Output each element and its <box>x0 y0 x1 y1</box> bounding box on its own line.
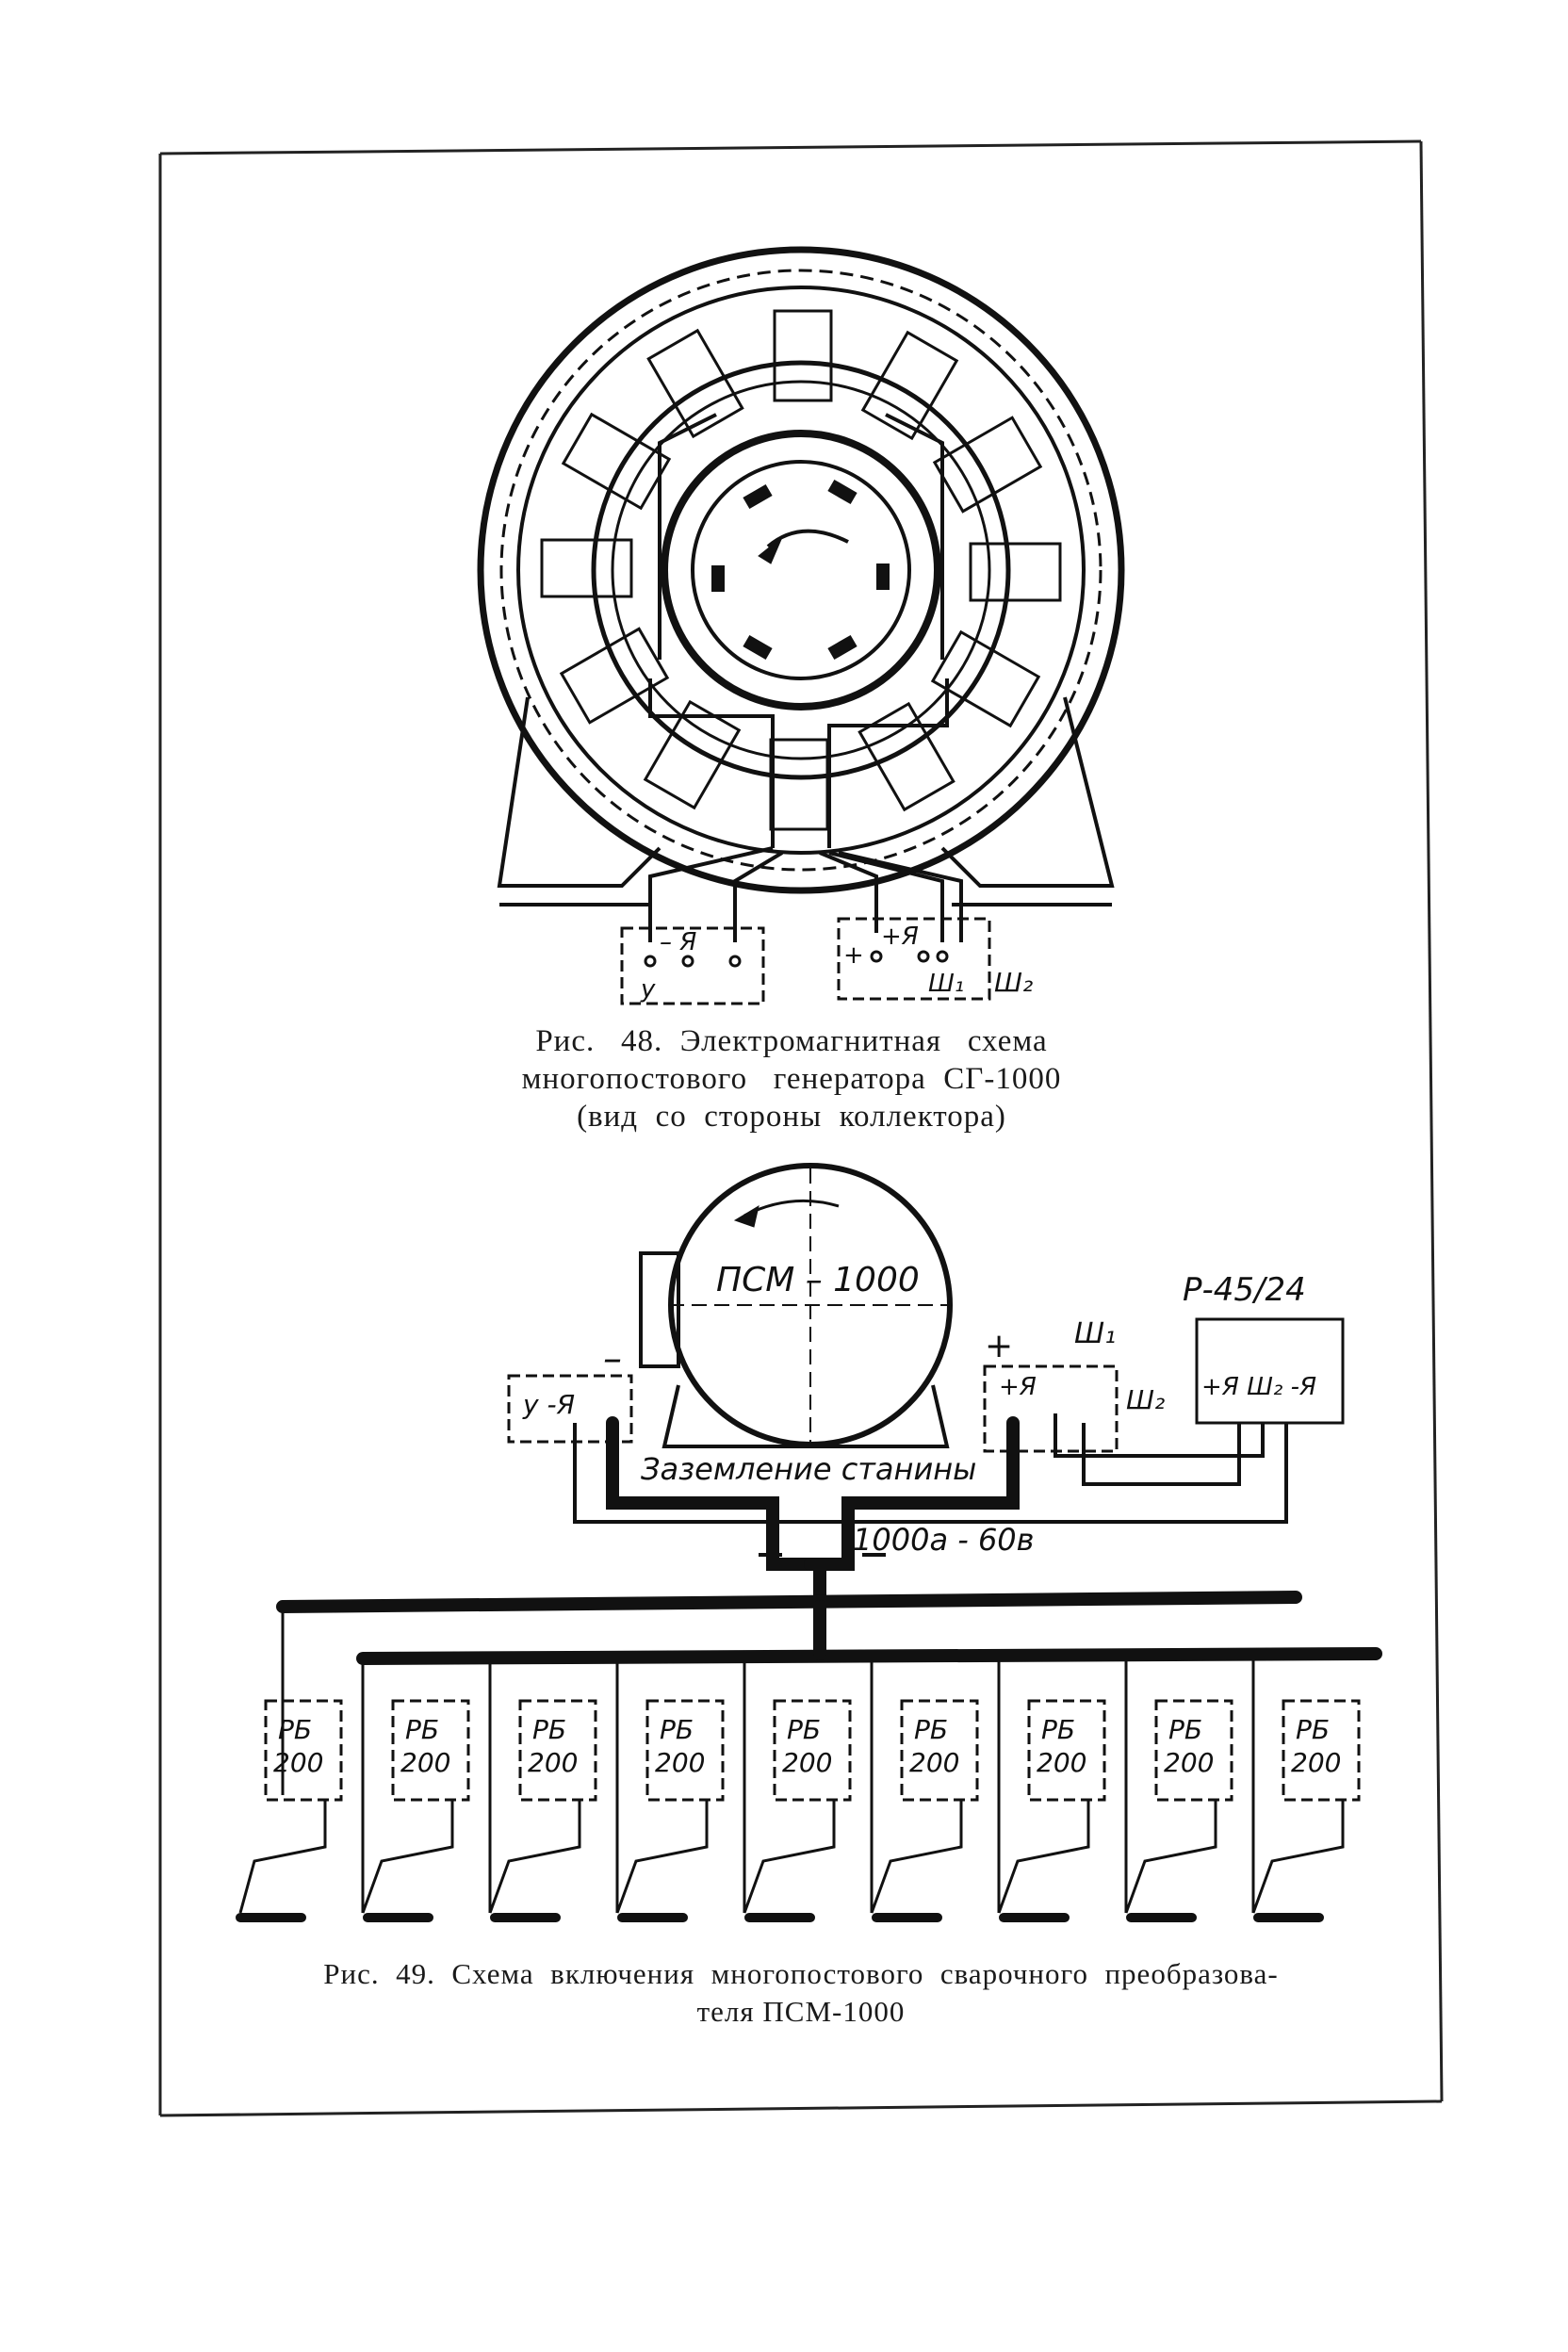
fig48-caption-line3: (вид со стороны коллектора) <box>577 1100 1006 1134</box>
rb200-unit <box>1251 1658 1361 1914</box>
rb-value: 200 <box>528 1747 578 1778</box>
rb200-unit <box>997 1658 1106 1914</box>
rb-value: 200 <box>655 1747 705 1778</box>
rb-label: РБ <box>1296 1714 1330 1745</box>
rb200-unit <box>238 1607 343 1914</box>
rb-value: 200 <box>1164 1747 1214 1778</box>
internal-wiring <box>648 413 949 848</box>
figure-48-caption: Рис. 48. Электромагнитная схема многопос… <box>452 1022 1131 1135</box>
pole-ring <box>591 360 1011 780</box>
figure-49-labels: ПСМ – 1000 Р-45/24 +Я Ш₂ -Я у -Я – + +Я … <box>273 1261 1341 1778</box>
page-border <box>158 139 1444 2117</box>
sh1-label: Ш₁ <box>1074 1317 1116 1350</box>
pole-boxes <box>540 309 1062 831</box>
machine-label: ПСМ – 1000 <box>716 1261 920 1299</box>
inner-frame-ring <box>516 286 1086 855</box>
rb-value: 200 <box>1037 1747 1086 1778</box>
rb-value: 200 <box>909 1747 959 1778</box>
rb-label: РБ <box>278 1714 312 1745</box>
right-terminal-box <box>837 917 991 1001</box>
commutator <box>691 460 911 680</box>
fig48-caption-line1: Рис. 48. Электромагнитная схема <box>535 1024 1048 1058</box>
rb-value: 200 <box>782 1747 832 1778</box>
fig48-label-sh2: Ш₂ <box>994 967 1033 998</box>
rb-value: 200 <box>1291 1747 1341 1778</box>
terminal-leads <box>648 846 963 942</box>
fig48-label-plus-ya: +Я <box>881 923 919 951</box>
left-terminal-box <box>620 926 765 1005</box>
fig48-label-sh1: Ш₁ <box>928 970 964 998</box>
brushes <box>711 479 890 661</box>
rb-value: 200 <box>400 1747 450 1778</box>
rb200-unit <box>1124 1658 1233 1914</box>
rotation-arrow <box>766 529 849 548</box>
plus-sign: + <box>985 1327 1013 1365</box>
sh2-label: Ш₂ <box>1126 1384 1165 1415</box>
figure-48-labels: у – Я + +Я Ш₁ Ш₂ <box>640 923 1033 1004</box>
fig49-caption-line2: теля ПСМ-1000 <box>696 1995 906 2028</box>
left-box-label: у -Я <box>522 1389 575 1420</box>
fig48-label-y: у <box>640 975 656 1004</box>
regulator-label: Р-45/24 <box>1183 1271 1306 1309</box>
rb-label: РБ <box>1168 1714 1202 1745</box>
rb-label: РБ <box>1041 1714 1075 1745</box>
pole-inner-ring <box>611 380 991 760</box>
outer-frame-ring <box>477 246 1125 894</box>
regulator-terminals: +Я Ш₂ -Я <box>1201 1373 1316 1401</box>
minus-sign: – <box>603 1337 622 1380</box>
plus-ya-label: +Я <box>999 1373 1037 1401</box>
rb200-unit <box>488 1658 597 1914</box>
fig48-label-plus: + <box>843 941 864 970</box>
fig48-label-minus-ya: – Я <box>660 928 696 956</box>
regulator-box <box>1195 1317 1345 1425</box>
rb-value: 200 <box>273 1747 323 1778</box>
armature-ring <box>661 430 941 710</box>
rb200-unit <box>615 1658 725 1914</box>
right-box-49 <box>983 1364 1119 1453</box>
current-label: 1000а - 60в <box>853 1522 1035 1558</box>
machine-end-cap <box>639 1251 680 1368</box>
main-bus-wiring <box>276 1416 1382 1665</box>
figure-49-converter-diagram <box>236 1163 1382 1922</box>
left-box-49 <box>507 1374 633 1444</box>
ground-label: Заземление станины <box>641 1451 976 1487</box>
frame-dashed-ring <box>499 269 1102 872</box>
generator-base <box>497 696 1115 906</box>
fig48-caption-line2: многопостового генератора СГ-1000 <box>521 1062 1062 1096</box>
rb-label: РБ <box>660 1714 694 1745</box>
rb200-unit <box>361 1658 470 1914</box>
machine-feet <box>662 1384 950 1448</box>
thin-wiring <box>573 1413 1288 1557</box>
figure-48-generator-diagram <box>477 246 1125 1005</box>
rb200-units <box>238 1607 1361 1914</box>
rb-label: РБ <box>914 1714 948 1745</box>
figure-49-caption: Рис. 49. Схема включения многопостового … <box>217 1955 1385 2031</box>
rb-label: РБ <box>405 1714 439 1745</box>
fig49-caption-line1: Рис. 49. Схема включения многопостового … <box>323 1957 1279 1990</box>
rb-label: РБ <box>787 1714 821 1745</box>
rb200-unit <box>870 1658 979 1914</box>
rb-label: РБ <box>532 1714 566 1745</box>
rb200-unit <box>743 1658 852 1914</box>
